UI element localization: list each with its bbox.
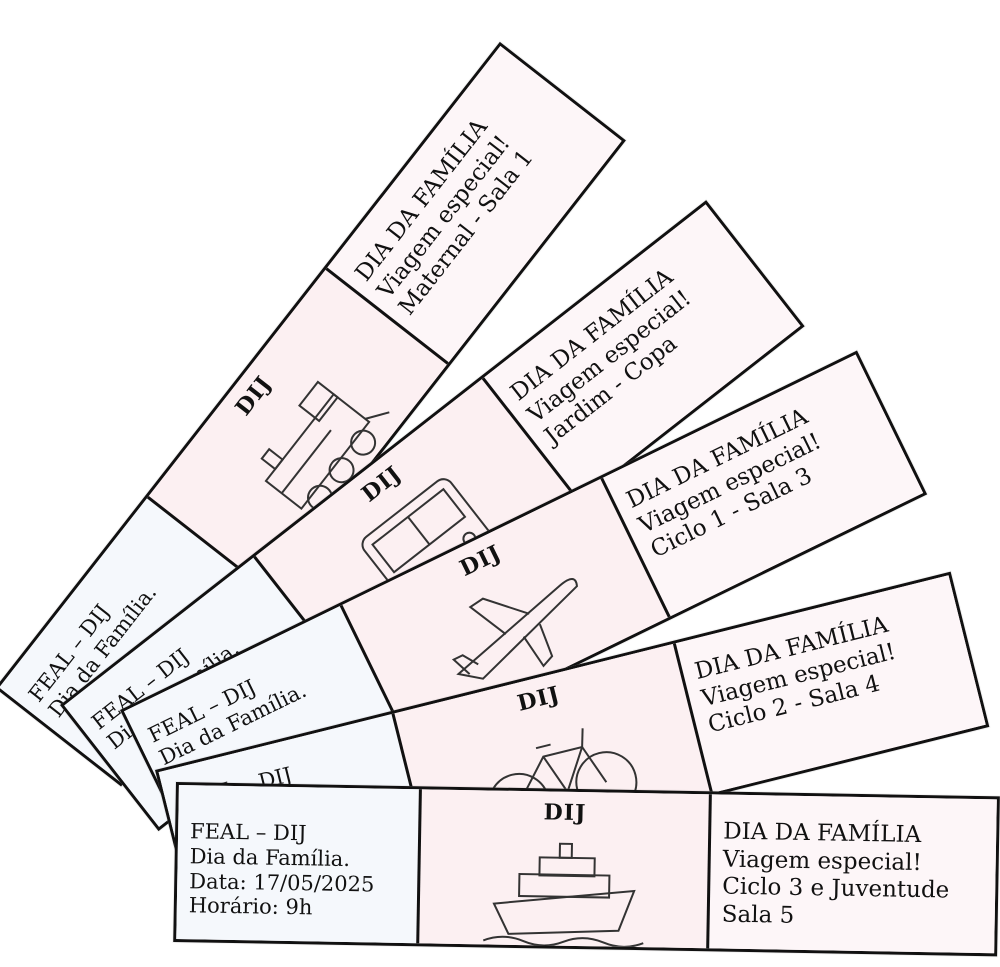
ticket-picture-panel: DIJ	[339, 479, 668, 745]
ticket-ciclo3: FEAL – DIJ Dia da Família. Data: 17/05/2…	[173, 782, 1000, 957]
ticket-info-panel: FEAL – DIJ Dia da Família. Data: 17/05/2…	[176, 785, 419, 944]
ticket-dij-label: DIJ	[543, 799, 587, 827]
ticket-picture-panel: DIJ	[416, 789, 709, 949]
ticket-header: FEAL – DIJ	[189, 819, 307, 846]
ticket-date: Data: 17/05/2025	[189, 868, 375, 897]
ticket-subtitle: Viagem especial!	[372, 130, 516, 304]
ticket-room: Sala 5	[721, 901, 795, 929]
ticket-ciclo1: FEAL – DIJ Dia da Família. DIJ DIA DA FA…	[120, 350, 928, 854]
ticket-title: DIA DA FAMÍLIA	[722, 818, 922, 849]
ticket-event: Dia da Família.	[189, 844, 351, 871]
ticket-group: Ciclo 3 e Juventude	[722, 873, 950, 904]
ticket-text-panel: DIA DA FAMÍLIA Viagem especial! Ciclo 3 …	[706, 794, 997, 954]
airplane-icon	[451, 578, 578, 680]
ticket-subtitle: Viagem especial!	[522, 284, 696, 428]
ticket-text-panel: DIA DA FAMÍLIA Viagem especial! Ciclo 2 …	[672, 575, 986, 794]
ship-icon	[482, 842, 644, 948]
ticket-time: Horário: 9h	[188, 893, 313, 920]
